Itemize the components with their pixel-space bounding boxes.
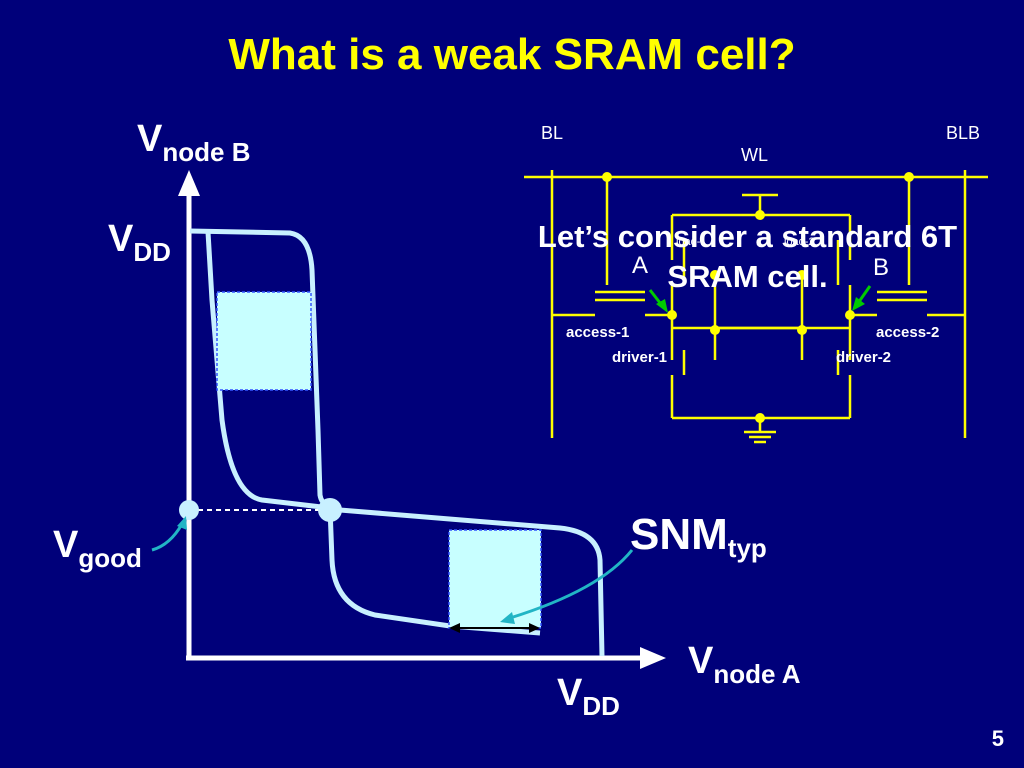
junction-dot [797, 325, 807, 335]
access-2-label: access-2 [876, 324, 940, 341]
driver-1-label: driver-1 [612, 349, 668, 366]
snm-pointer-arrowhead [500, 612, 515, 624]
y-axis-label: Vnode B [137, 118, 251, 167]
junction-dot [710, 325, 720, 335]
snm-square-upper [216, 291, 312, 391]
vgood-pointer-arrowhead [177, 516, 187, 530]
blb-label: BLB [946, 123, 981, 143]
bl-label: BL [541, 123, 564, 143]
snm-pointer-arrow [509, 549, 634, 620]
vgood-label: Vgood [53, 524, 142, 573]
access-1-label: access-1 [566, 324, 630, 341]
node-a-dot [667, 310, 677, 320]
snm-width-arrowhead-right [529, 623, 540, 633]
snm-label: SNMtyp [630, 510, 767, 563]
junction-dot [797, 270, 807, 280]
slide-title: What is a weak SRAM cell? [228, 30, 796, 79]
intersection-point [318, 498, 342, 522]
node-b-pointer-head [852, 297, 865, 311]
butterfly-curve-lower [205, 231, 541, 636]
vdd-x-label: VDD [557, 672, 620, 721]
vgood-pointer-arrow [151, 523, 184, 552]
vgood-point [179, 500, 199, 520]
circuit-caption: Let’s consider a standard 6T SRAM cell. [537, 219, 958, 294]
junction-dot [755, 210, 765, 220]
load-1-label: load-1 [676, 236, 707, 248]
node-b-dot [845, 310, 855, 320]
load-2-label: load-2 [784, 236, 815, 248]
node-a-label: A [632, 252, 649, 279]
page-number: 5 [991, 726, 1004, 751]
junction-dot [710, 270, 720, 280]
wl-label: WL [741, 145, 768, 165]
y-axis-arrowhead [178, 170, 200, 196]
driver-2-label: driver-2 [836, 349, 892, 366]
x-axis-label: Vnode A [688, 640, 801, 689]
x-axis-arrowhead [640, 647, 666, 669]
junction-dot [755, 413, 765, 423]
vdd-y-label: VDD [108, 218, 171, 267]
node-b-label: B [873, 254, 890, 281]
snm-width-arrowhead-left [449, 623, 460, 633]
junction-dot [602, 172, 612, 182]
junction-dot [904, 172, 914, 182]
node-a-pointer-head [656, 299, 668, 313]
